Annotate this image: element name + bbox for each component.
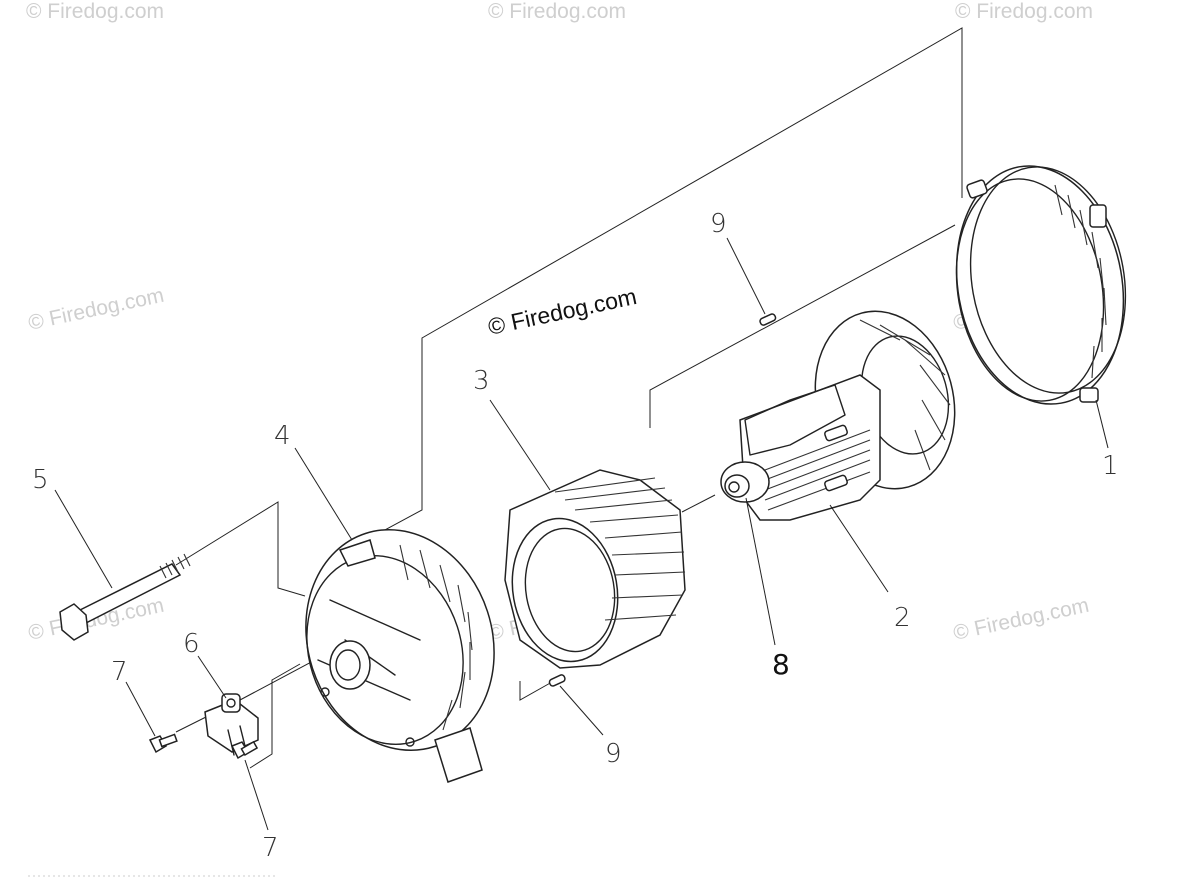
watermark-bottom-right: © Firedog.com [951, 594, 1091, 645]
assembly-lines [175, 27, 963, 769]
callout-6: 6 [183, 629, 200, 659]
leader-2 [829, 504, 889, 593]
part-2-rotor [720, 310, 956, 521]
callout-4: 4 [274, 421, 291, 451]
part-7-screws [148, 733, 259, 760]
part-9-pins [548, 313, 777, 687]
watermark-top-right: © Firedog.com [955, 0, 1093, 23]
leader-9b [559, 685, 604, 736]
leader-6 [197, 655, 227, 699]
callout-9b: 9 [605, 739, 622, 769]
callout-9a: 9 [710, 209, 727, 239]
watermark-center: © Firedog.com [486, 283, 639, 340]
callout-8: 8 [772, 648, 790, 681]
callout-5: 5 [32, 465, 49, 495]
part-5-bolt [59, 553, 191, 641]
leader-3 [489, 399, 551, 491]
leader-7b [244, 759, 269, 831]
callout-7a: 7 [111, 657, 128, 687]
callout-3: 3 [473, 366, 490, 396]
callout-2: 2 [894, 603, 911, 633]
part-1-end-cover [955, 165, 1127, 405]
part-3-stator [504, 469, 686, 669]
watermark-top-left: © Firedog.com [26, 0, 164, 23]
leader-8 [745, 497, 776, 646]
leader-9a [726, 237, 766, 315]
watermark-left: © Firedog.com [26, 284, 166, 335]
leader-1 [1095, 399, 1109, 449]
callout-7b: 7 [262, 833, 279, 863]
watermark-top-center: © Firedog.com [488, 0, 626, 23]
leader-4 [294, 447, 353, 541]
part-6-brush-holder [204, 693, 259, 756]
callout-1: 1 [1102, 451, 1119, 481]
part-4-front-housing [305, 529, 495, 783]
leader-5 [54, 489, 113, 589]
leader-7a [125, 681, 156, 737]
